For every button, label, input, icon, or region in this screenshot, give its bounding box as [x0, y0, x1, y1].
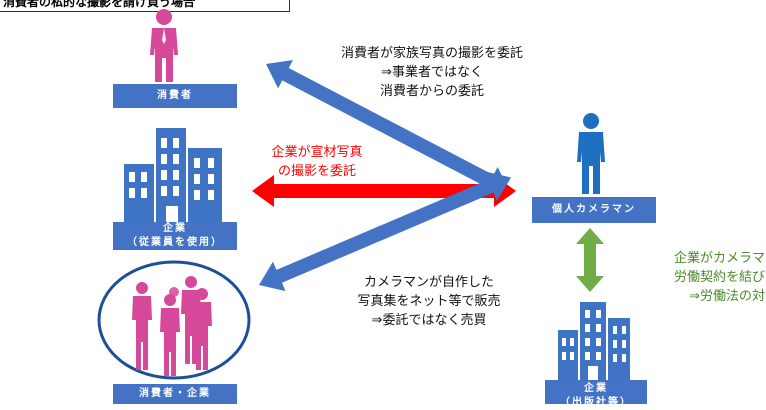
- company-label: 企業 （従業員を使用）: [113, 222, 237, 250]
- sale-relation-text: カメラマンが自作した 写真集をネット等で販売 ⇒委託ではなく売買: [357, 275, 501, 328]
- arrow-consumer-freelancer: [266, 60, 510, 196]
- consumer-company-group: [97, 260, 251, 380]
- consumer-relation-text: 消費者が家族写真の撮影を委託 ⇒事業者ではなく 消費者からの委託: [340, 46, 523, 99]
- freelancer-person-icon: [577, 113, 605, 194]
- employment-relation-text: 企業がカメラマン 労働契約を結び、 ⇒労働法の対象: [673, 251, 766, 304]
- consumer-company-label: 消費者・企業: [113, 384, 237, 404]
- diagram-title: 消費者の私的な撮影を請け負う場合: [0, 0, 290, 12]
- arrow-company-freelancer: [252, 175, 516, 207]
- arrows-layer: [252, 60, 604, 292]
- consumer-label: 消費者: [113, 84, 237, 108]
- freelancer-label: 個人カメラマン: [532, 197, 656, 223]
- publisher-label: 企業 （出版社等）: [545, 380, 647, 408]
- company-relation-text: 企業が宣材写真 の撮影を委託: [271, 145, 363, 179]
- arrow-freelancer-publisher: [576, 228, 604, 292]
- company-building-icon: [124, 128, 222, 222]
- publisher-building-icon: [558, 302, 630, 380]
- arrow-sale-freelancer: [259, 171, 512, 292]
- consumer-person-icon: [150, 9, 178, 82]
